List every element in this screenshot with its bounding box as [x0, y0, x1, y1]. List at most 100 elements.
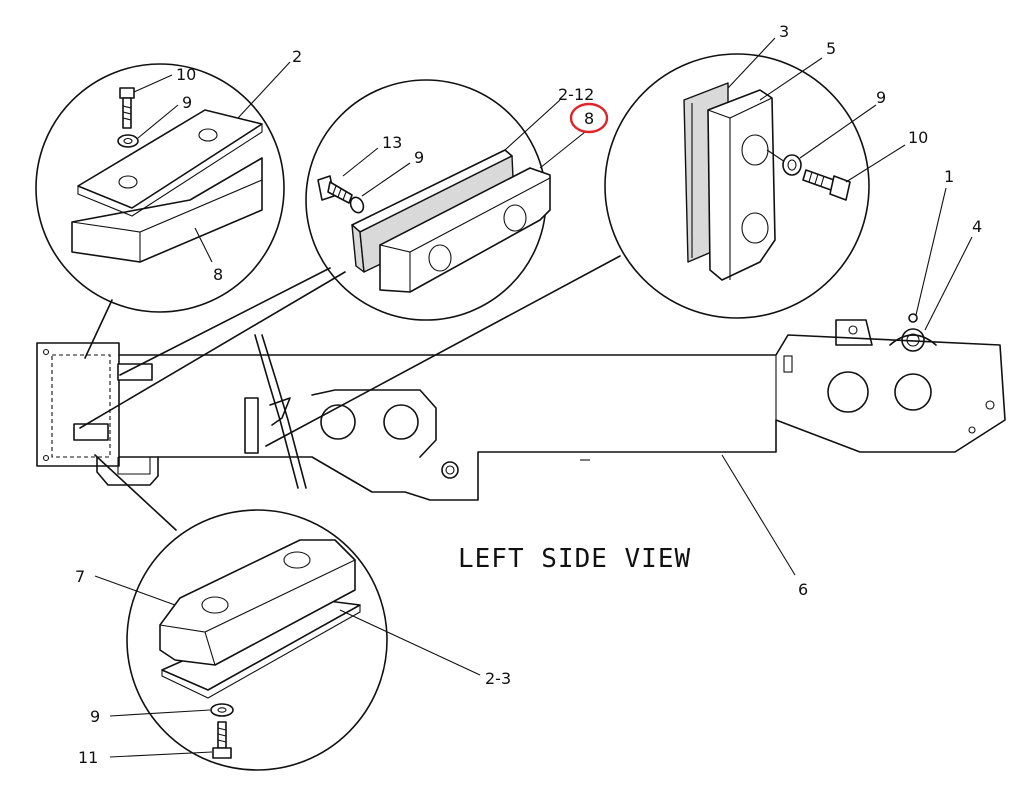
beam-outline — [118, 334, 1006, 501]
washer-part-9 — [210, 703, 234, 717]
leader — [237, 61, 291, 119]
callout-10: 10 — [908, 128, 928, 147]
leader — [361, 162, 411, 197]
washer-part-9 — [349, 196, 365, 214]
leader — [133, 74, 173, 93]
end-plate-bolt — [42, 454, 50, 462]
detail-bottom: 7 2-3 9 11 — [75, 509, 511, 771]
detail-circle — [126, 509, 388, 771]
washer-hole — [123, 137, 133, 145]
block-hole — [283, 551, 311, 569]
leader — [342, 147, 379, 177]
callout-2-3: 2-3 — [485, 669, 511, 688]
leader — [137, 104, 179, 139]
centerline — [766, 149, 786, 163]
bolt-head — [829, 175, 851, 201]
block-part-5 — [707, 89, 776, 281]
end-plate-pad — [73, 423, 109, 441]
washer-part-9 — [117, 134, 139, 148]
detail-circle — [35, 63, 285, 313]
washer-hole — [787, 159, 797, 171]
callout-2: 2 — [292, 47, 302, 66]
leader — [539, 131, 586, 169]
detail-circle — [604, 53, 870, 319]
top-bracket-hole — [848, 325, 858, 335]
pin-hole — [827, 371, 869, 413]
plate-edge — [161, 605, 361, 699]
lower-bracket — [96, 456, 159, 486]
callout-13: 13 — [382, 133, 402, 152]
callout-6: 6 — [798, 580, 808, 599]
block-hole — [503, 204, 527, 232]
small-hole — [968, 426, 976, 434]
leader-mid — [119, 267, 331, 376]
center-lug — [311, 389, 437, 458]
plate-edge — [77, 124, 263, 217]
leader-top-left — [84, 299, 113, 359]
block-hole — [201, 596, 229, 614]
leader — [109, 709, 211, 717]
callout-8: 8 — [213, 265, 223, 284]
pin-hole-small — [441, 461, 459, 479]
bolt-thread — [217, 727, 227, 743]
lower-bracket-inner — [117, 457, 151, 475]
hose-clip — [269, 397, 291, 426]
leader — [759, 57, 823, 101]
callout-1: 1 — [944, 167, 954, 186]
main-arm — [36, 313, 1006, 501]
bolt-thread — [808, 171, 825, 187]
block-hole — [741, 212, 769, 244]
callout-9: 9 — [876, 88, 886, 107]
upper-pad — [117, 363, 153, 381]
callout-4: 4 — [972, 217, 982, 236]
block-hole — [428, 244, 452, 272]
leader-right — [265, 255, 621, 447]
pin-hole — [383, 404, 419, 440]
hose-line — [254, 334, 299, 489]
hose-clamp — [244, 397, 259, 454]
leader-bottom — [94, 454, 177, 531]
leader — [194, 227, 213, 263]
view-title: LEFT SIDE VIEW — [458, 544, 691, 574]
highlight-ring — [569, 102, 609, 134]
boss — [901, 328, 925, 352]
grease-fitting — [908, 313, 918, 323]
end-plate-dashed-outline — [51, 354, 111, 458]
block-edge — [204, 631, 216, 666]
boss-inner — [906, 333, 920, 347]
detail-middle: 13 9 2-12 8 — [305, 79, 609, 321]
bolt-head — [119, 87, 135, 99]
callout-10: 10 — [176, 65, 196, 84]
pin-hole-small-inner — [445, 465, 455, 475]
callout-7: 7 — [75, 567, 85, 586]
leader — [504, 99, 561, 151]
washer-hole — [217, 707, 227, 713]
block-part-8 — [71, 157, 263, 263]
callout-9: 9 — [90, 707, 100, 726]
leader — [339, 609, 481, 676]
leader — [915, 187, 947, 316]
callout-8-highlighted: 8 — [584, 109, 594, 128]
washer-part-9 — [782, 154, 802, 176]
bolt-thread — [122, 105, 132, 121]
detail-top-right: 3 5 9 10 — [604, 22, 928, 319]
pin-hole — [320, 404, 356, 440]
boss-arc — [889, 334, 937, 346]
callout-2-12: 2-12 — [558, 85, 594, 104]
block-hole — [741, 134, 769, 166]
leader — [721, 454, 796, 576]
callout-3: 3 — [779, 22, 789, 41]
plate-hole — [198, 128, 218, 142]
leader — [727, 37, 776, 89]
callout-5: 5 — [826, 39, 836, 58]
plate-hole — [118, 175, 138, 189]
leader — [109, 751, 213, 758]
detail-leaders — [79, 255, 621, 531]
main-callouts: 1 4 6 LEFT SIDE VIEW — [458, 167, 982, 599]
end-plate — [36, 342, 120, 467]
small-hole — [985, 400, 995, 410]
leader-mid-2 — [79, 271, 346, 429]
callout-9: 9 — [182, 93, 192, 112]
